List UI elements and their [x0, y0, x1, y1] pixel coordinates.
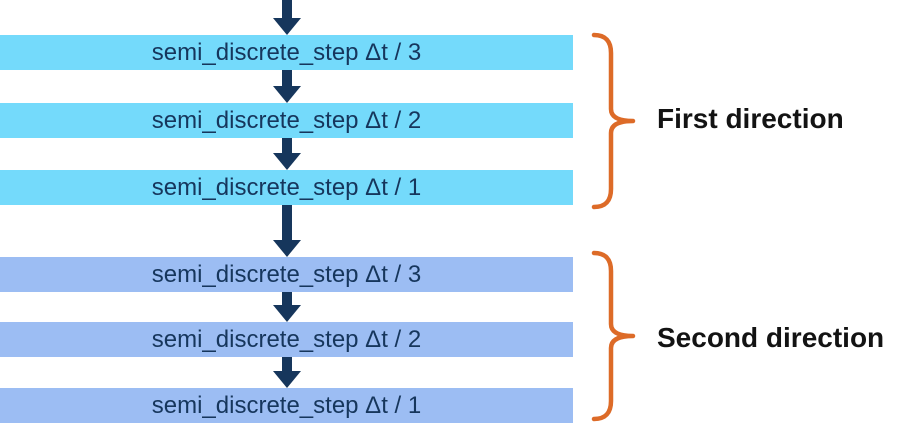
arrow-shaft: [282, 205, 292, 240]
step-bar-second-dt3: semi_discrete_step Δt / 3: [0, 257, 573, 292]
arrow-head: [273, 305, 301, 322]
step-bar-label: semi_discrete_step Δt / 2: [151, 325, 422, 353]
step-bar-first-dt1: semi_discrete_step Δt / 1: [0, 170, 573, 205]
step-bar-second-dt1: semi_discrete_step Δt / 1: [0, 388, 573, 423]
step-bar-second-dt2: semi_discrete_step Δt / 2: [0, 322, 573, 357]
step-bar-label: semi_discrete_step Δt / 1: [151, 173, 422, 201]
step-bar-label: semi_discrete_step Δt / 3: [151, 260, 422, 288]
arrow-shaft: [282, 138, 292, 153]
arrow-shaft: [282, 357, 292, 371]
arrow-head: [273, 240, 301, 257]
arrow-head: [273, 371, 301, 388]
arrow-head: [273, 153, 301, 170]
arrow-head: [273, 86, 301, 103]
down-arrow-icon: [273, 292, 301, 322]
step-bar-label: semi_discrete_step Δt / 1: [151, 391, 422, 419]
arrow-head: [273, 18, 301, 35]
down-arrow-icon: [273, 205, 301, 257]
second-direction-brace-icon: [591, 250, 636, 422]
step-bar-label: semi_discrete_step Δt / 2: [151, 106, 422, 134]
second-direction-label: Second direction: [657, 322, 885, 353]
step-bar-first-dt3: semi_discrete_step Δt / 3: [0, 35, 573, 70]
arrow-shaft: [282, 0, 292, 18]
arrow-shaft: [282, 70, 292, 86]
arrow-shaft: [282, 292, 292, 305]
down-arrow-icon: [273, 138, 301, 170]
down-arrow-icon: [273, 0, 301, 35]
step-bar-label: semi_discrete_step Δt / 3: [151, 38, 422, 66]
step-bar-first-dt2: semi_discrete_step Δt / 2: [0, 103, 573, 138]
first-direction-label: First direction: [657, 103, 844, 134]
down-arrow-icon: [273, 70, 301, 103]
first-direction-brace-icon: [591, 32, 636, 210]
down-arrow-icon: [273, 357, 301, 388]
